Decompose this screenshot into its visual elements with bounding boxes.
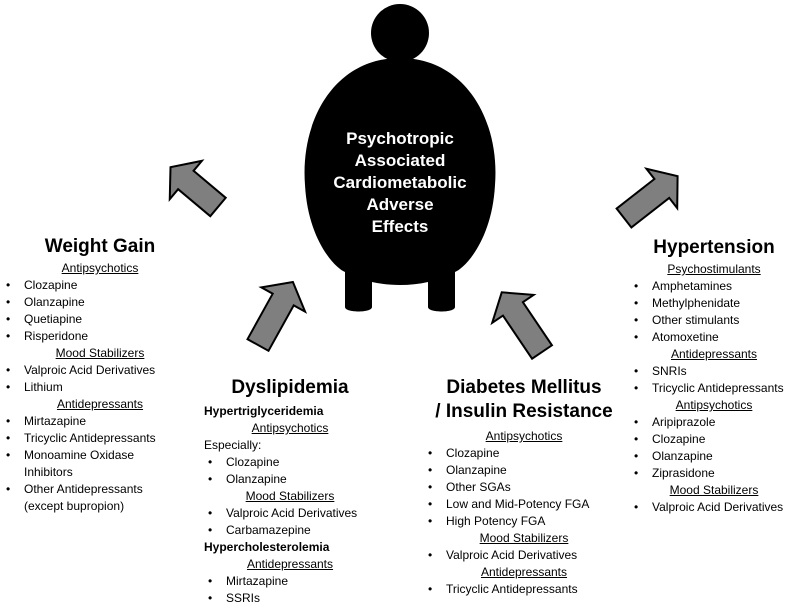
arrow-to-dyslipidemia — [246, 280, 308, 353]
list-item: Clozapine — [2, 277, 198, 294]
list-item: Lithium — [2, 379, 198, 396]
group-header: Psychostimulants — [667, 262, 761, 276]
arrow-to-hypertension — [615, 167, 679, 229]
drug-list: Valproic Acid Derivatives Carbamazepine — [204, 505, 376, 539]
list-item: Atomoxetine — [630, 329, 798, 346]
list-item: Other SGAs — [424, 479, 624, 496]
list-item: Olanzapine — [2, 294, 198, 311]
group-header: Antipsychotics — [485, 429, 563, 443]
list-item: Carbamazepine — [204, 522, 376, 539]
group-header: Mood Stabilizers — [669, 483, 759, 497]
list-item: Tricyclic Antidepressants — [630, 380, 798, 397]
list-item: Clozapine — [204, 454, 376, 471]
list-item: High Potency FGA — [424, 513, 624, 530]
drug-list: Mirtazapine SSRIs — [204, 573, 376, 607]
list-item: Valproic Acid Derivatives — [2, 362, 198, 379]
list-item: Clozapine — [630, 431, 798, 448]
drug-list: Aripiprazole Clozapine Olanzapine Zipras… — [630, 414, 798, 482]
list-item: Risperidone — [2, 328, 198, 345]
center-line: Associated — [354, 151, 446, 170]
group-header: Antidepressants — [670, 347, 758, 361]
drug-list: Amphetamines Methylphenidate Other stimu… — [630, 278, 798, 346]
list-item: Olanzapine — [424, 462, 624, 479]
center-line: Effects — [371, 217, 429, 236]
center-line: Cardiometabolic — [333, 173, 467, 192]
list-item: Amphetamines — [630, 278, 798, 295]
center-line: Psychotropic — [346, 129, 454, 148]
list-item: Ziprasidone — [630, 465, 798, 482]
list-item: Olanzapine — [204, 471, 376, 488]
list-item: Low and Mid-Potency FGA — [424, 496, 624, 513]
list-item: Other Antidepressants (except bupropion) — [2, 481, 162, 515]
drug-list: Clozapine Olanzapine Quetiapine Risperid… — [2, 277, 198, 345]
list-item: Valproic Acid Derivatives — [424, 547, 624, 564]
group-header: Mood Stabilizers — [479, 531, 569, 545]
hypertension-section: Hypertension Psychostimulants Amphetamin… — [630, 237, 798, 516]
drug-list: Valproic Acid Derivatives — [424, 547, 624, 564]
diabetes-title: Diabetes Mellitus / Insulin Resistance — [424, 376, 624, 424]
list-item: SNRIs — [630, 363, 798, 380]
arrow-to-weight-gain — [168, 159, 228, 218]
dyslipidemia-title: Dyslipidemia — [231, 377, 349, 398]
center-line: Adverse — [366, 195, 434, 214]
diabetes-section: Diabetes Mellitus / Insulin Resistance A… — [424, 376, 624, 598]
list-item: Valproic Acid Derivatives — [204, 505, 376, 522]
diabetes-title-line: / Insulin Resistance — [435, 401, 613, 422]
group-header: Mood Stabilizers — [55, 346, 145, 360]
center-title: Psychotropic Associated Cardiometabolic … — [320, 128, 480, 238]
subheading: Hypercholesterolemia — [204, 540, 330, 554]
subheading: Hypertriglyceridemia — [204, 404, 324, 418]
list-item: Tricyclic Antidepressants — [424, 581, 624, 598]
figure-body — [304, 58, 496, 312]
group-header: Antidepressants — [246, 557, 334, 571]
group-header: Antidepressants — [56, 397, 144, 411]
weight-gain-section: Weight Gain Antipsychotics Clozapine Ola… — [2, 236, 198, 515]
especially-label: Especially: — [204, 438, 262, 452]
group-header: Antipsychotics — [251, 421, 329, 435]
list-item: Mirtazapine — [204, 573, 376, 590]
list-item: Methylphenidate — [630, 295, 798, 312]
group-header: Mood Stabilizers — [245, 489, 335, 503]
list-item: Quetiapine — [2, 311, 198, 328]
diabetes-title-line: Diabetes Mellitus — [446, 377, 602, 398]
arrow-to-diabetes — [490, 291, 554, 361]
drug-list: Valproic Acid Derivatives — [630, 499, 798, 516]
drug-list: Clozapine Olanzapine Other SGAs Low and … — [424, 445, 624, 530]
list-item: Other stimulants — [630, 312, 798, 329]
list-item: Tricyclic Antidepressants — [2, 430, 162, 447]
list-item: Aripiprazole — [630, 414, 798, 431]
group-header: Antipsychotics — [675, 398, 753, 412]
list-item: Monoamine Oxidase Inhibitors — [2, 447, 162, 481]
figure-head — [371, 4, 429, 62]
drug-list: Valproic Acid Derivatives Lithium — [2, 362, 198, 396]
list-item: Valproic Acid Derivatives — [630, 499, 798, 516]
hypertension-title: Hypertension — [653, 237, 775, 258]
dyslipidemia-section: Dyslipidemia Hypertriglyceridemia Antips… — [204, 377, 376, 607]
list-item: Olanzapine — [630, 448, 798, 465]
group-header: Antipsychotics — [61, 261, 139, 275]
list-item: Clozapine — [424, 445, 624, 462]
group-header: Antidepressants — [480, 565, 568, 579]
weight-gain-title: Weight Gain — [44, 236, 156, 257]
list-item: Mirtazapine — [2, 413, 162, 430]
list-item: SSRIs — [204, 590, 376, 607]
drug-list: Clozapine Olanzapine — [204, 454, 376, 488]
drug-list: SNRIs Tricyclic Antidepressants — [630, 363, 798, 397]
drug-list: Tricyclic Antidepressants — [424, 581, 624, 598]
drug-list: Mirtazapine Tricyclic Antidepressants Mo… — [2, 413, 162, 515]
